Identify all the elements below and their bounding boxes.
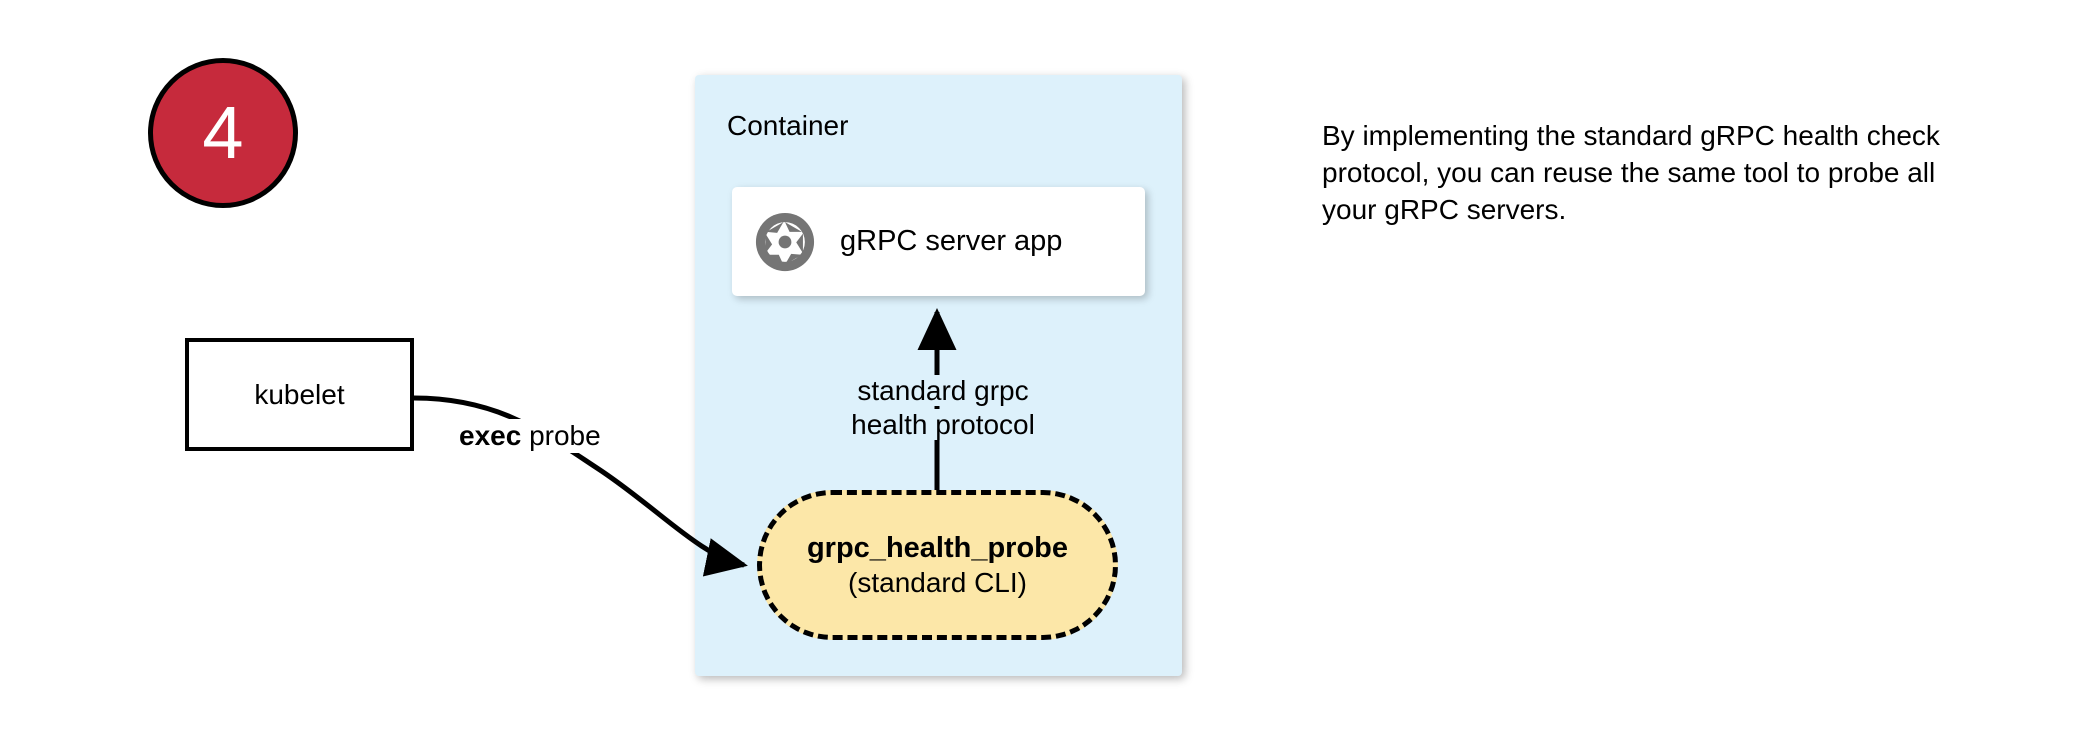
grpc-health-probe-node: grpc_health_probe (standard CLI) [757,490,1118,640]
exec-probe-label-rest: probe [521,420,601,451]
container-title: Container [727,110,849,141]
aperture-icon [754,211,816,273]
kubelet-node: kubelet [185,338,414,451]
exec-probe-label-bold: exec [459,420,522,451]
kubelet-label: kubelet [254,378,345,410]
grpc-health-probe-subtitle: (standard CLI) [848,566,1027,598]
exec-probe-label: exec probe [455,419,605,453]
health-protocol-label: standard grpc health protocol [838,374,1048,442]
grpc-server-app-label: gRPC server app [840,225,1063,257]
step-badge-number: 4 [202,91,244,174]
step-badge: 4 [148,58,298,208]
health-protocol-label-line2: health protocol [848,409,1038,441]
caption-text: By implementing the standard gRPC health… [1322,120,1940,225]
grpc-server-app-node: gRPC server app [732,187,1145,296]
health-protocol-label-line1: standard grpc [854,375,1032,406]
grpc-health-probe-title: grpc_health_probe [806,532,1069,565]
